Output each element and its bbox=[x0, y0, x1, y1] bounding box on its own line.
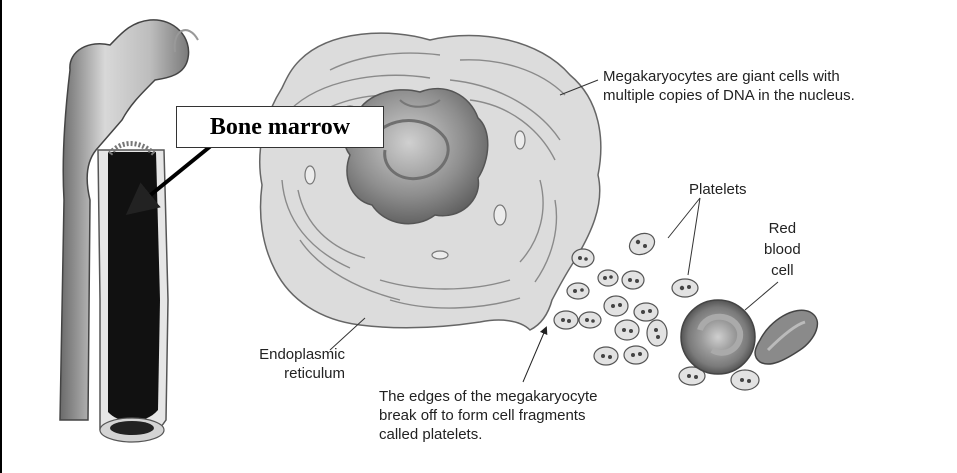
femur-bone bbox=[60, 20, 198, 442]
edges-arrow bbox=[523, 328, 546, 382]
megakaryocyte-cell bbox=[260, 33, 601, 330]
edges-note-line1: The edges of the megakaryocyte bbox=[379, 387, 679, 406]
rbc-label-line1: Red bbox=[764, 218, 801, 239]
bone-marrow-label: Bone marrow bbox=[210, 114, 350, 141]
er-label-line1: Endoplasmic bbox=[225, 345, 345, 364]
rbc-label-line2: blood bbox=[764, 239, 801, 260]
edges-note: The edges of the megakaryocyte break off… bbox=[379, 387, 679, 444]
endoplasmic-reticulum-label: Endoplasmic reticulum bbox=[225, 345, 345, 383]
er-label-line2: reticulum bbox=[225, 364, 345, 383]
megakaryocyte-note: Megakaryocytes are giant cells with mult… bbox=[603, 67, 933, 105]
rbc-leader bbox=[745, 282, 778, 310]
edges-note-line3: called platelets. bbox=[379, 425, 679, 444]
platelets-label: Platelets bbox=[689, 180, 747, 199]
red-blood-cell-side bbox=[755, 310, 817, 364]
megakaryocyte-note-line1: Megakaryocytes are giant cells with bbox=[603, 67, 933, 86]
red-blood-cell-label: Red blood cell bbox=[764, 218, 801, 281]
red-blood-cell bbox=[681, 300, 755, 374]
bone-marrow-label-box: Bone marrow bbox=[176, 106, 384, 148]
platelet-leader-2 bbox=[688, 198, 700, 275]
megakaryocyte-note-line2: multiple copies of DNA in the nucleus. bbox=[603, 86, 933, 105]
rbc-label-line3: cell bbox=[764, 260, 801, 281]
edges-note-line2: break off to form cell fragments bbox=[379, 406, 679, 425]
